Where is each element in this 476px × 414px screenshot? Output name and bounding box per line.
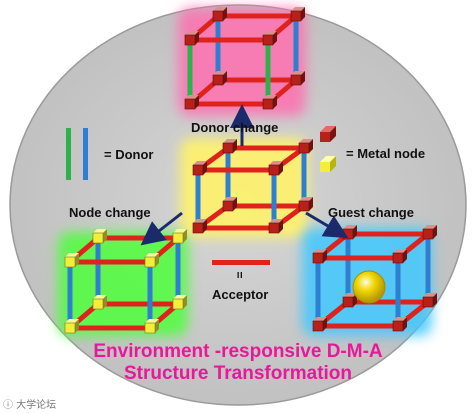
metal-node	[298, 197, 313, 212]
guest-change-label: Guest change	[328, 205, 414, 220]
metal-node-legend-label: = Metal node	[346, 146, 426, 161]
metal-node	[262, 95, 277, 110]
arrow-node-change	[140, 211, 183, 246]
metal-node	[268, 219, 283, 234]
metal-node	[172, 229, 187, 244]
acceptor-legend-icon	[212, 260, 270, 265]
arrow-guest-change	[305, 211, 349, 239]
metal-node	[422, 225, 437, 240]
metal-node	[64, 319, 79, 334]
metal-node	[392, 317, 407, 332]
metal-node	[92, 229, 107, 244]
acceptor-legend-label: Acceptor	[212, 287, 269, 302]
metal-node	[262, 31, 277, 46]
donor-legend-label: = Donor	[104, 147, 154, 162]
metal-node	[312, 317, 327, 332]
acceptor-equals-sign: =	[232, 271, 247, 279]
metal-node	[184, 95, 199, 110]
metal-node	[192, 161, 207, 176]
metal-node	[144, 253, 159, 268]
metal-node	[144, 319, 159, 334]
metal-node	[312, 249, 327, 264]
metal-node	[290, 71, 305, 86]
metal-node	[222, 197, 237, 212]
guest-sphere	[352, 270, 386, 304]
metal-node	[172, 295, 187, 310]
metal-node	[92, 295, 107, 310]
cube-node-changed	[64, 229, 187, 334]
metal-node-legend-icon	[320, 126, 336, 172]
cube-guest-changed	[312, 225, 437, 332]
metal-node	[64, 253, 79, 268]
metal-node	[212, 71, 227, 86]
metal-node	[392, 249, 407, 264]
metal-node	[222, 139, 237, 154]
metal-node	[212, 7, 227, 22]
metal-node	[184, 31, 199, 46]
metal-node	[422, 293, 437, 308]
donor-legend-icon	[66, 128, 88, 180]
watermark: ⓘ 大学论坛	[3, 400, 57, 411]
metal-node	[290, 7, 305, 22]
metal-node	[298, 139, 313, 154]
title-line-2: Structure Transformation	[123, 363, 353, 384]
metal-node	[192, 219, 207, 234]
cube-original	[192, 139, 313, 234]
donor-change-label: Donor change	[191, 120, 279, 135]
title-line-1: Environment -responsive D-M-A	[93, 341, 383, 362]
metal-node	[342, 225, 357, 240]
cube-donor-changed	[184, 7, 305, 110]
node-change-label: Node change	[69, 205, 151, 220]
metal-node	[268, 161, 283, 176]
